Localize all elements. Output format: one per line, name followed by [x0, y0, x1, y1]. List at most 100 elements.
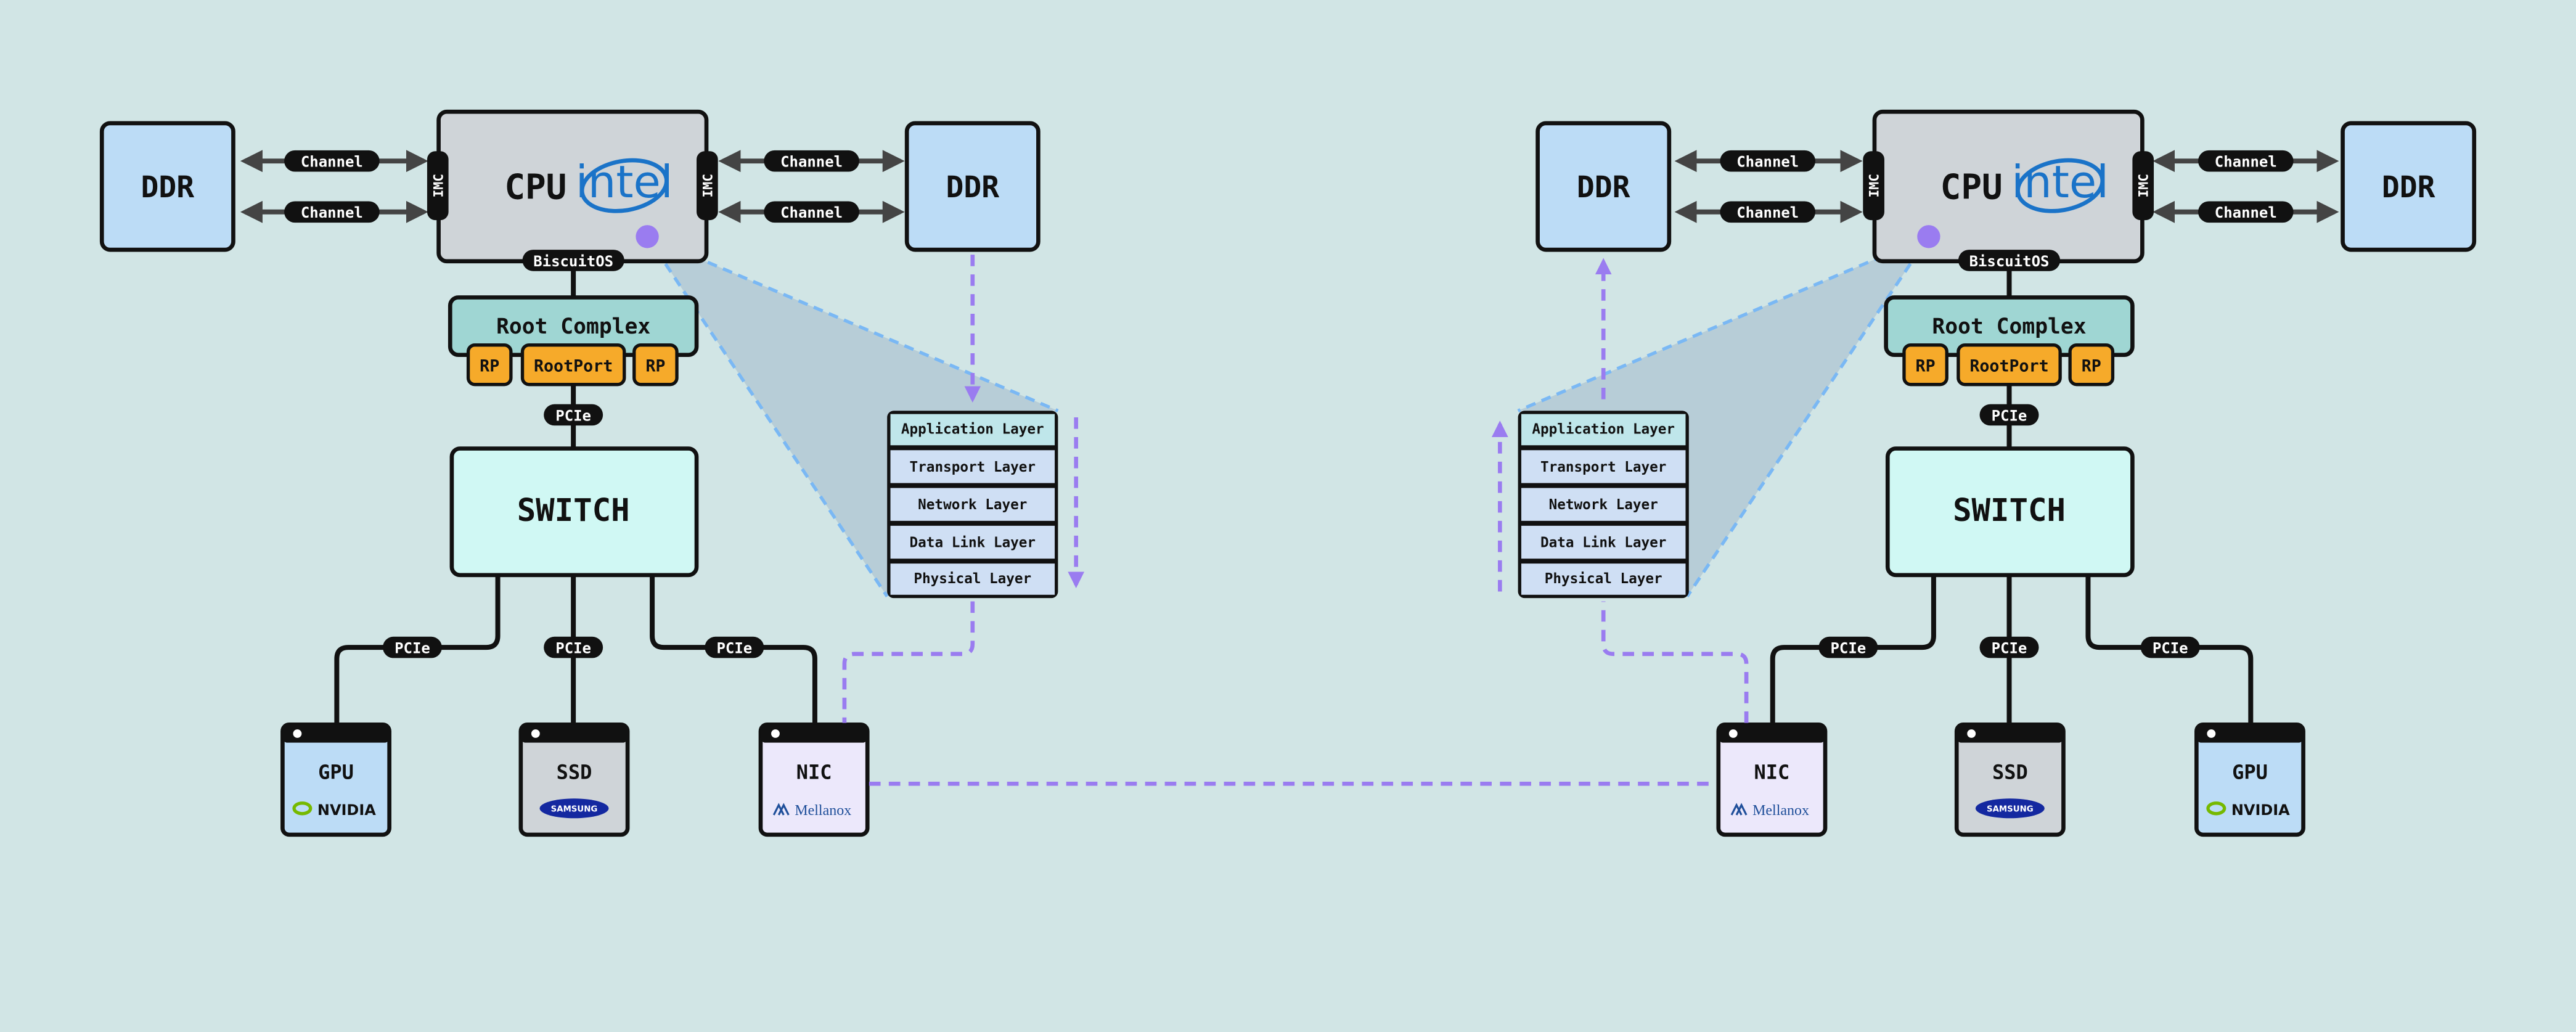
- svg-text:Channel: Channel: [2215, 154, 2277, 171]
- ssd-device: SSD SAMSUNG: [518, 723, 630, 837]
- stack-layer: [1521, 563, 1686, 595]
- pcie-label: PCIe: [1979, 404, 2039, 426]
- stack-layer: [1521, 525, 1686, 559]
- pcie-label: PCIe: [1818, 636, 1878, 658]
- svg-text:PCIe: PCIe: [2153, 639, 2188, 657]
- mellanox-logo: Mellanox: [1730, 803, 1809, 819]
- root-complex: Root Complex: [448, 295, 699, 358]
- channel-label: Channel: [764, 150, 859, 172]
- pcie-label: PCIe: [705, 636, 764, 658]
- right-host: Channel Channel Channel Channel DDR DDR …: [1535, 109, 2477, 837]
- ddr-module: DDR: [99, 121, 235, 252]
- svg-text:Mellanox: Mellanox: [1752, 803, 1809, 819]
- layer-label: Network Layer: [918, 497, 1027, 513]
- pcie-label: PCIe: [2140, 636, 2200, 658]
- svg-text:SWITCH: SWITCH: [517, 492, 630, 528]
- projection-shading: [645, 235, 1931, 597]
- root-port: RootPort: [520, 343, 626, 387]
- imc-left: IMC: [427, 151, 449, 221]
- layer-label: Network Layer: [1549, 497, 1658, 513]
- stack-layer: [1521, 414, 1686, 446]
- svg-text:GPU: GPU: [318, 760, 354, 784]
- right-protocol-stack: Application Layer Transport Layer Networ…: [1518, 411, 1689, 599]
- svg-text:NIC: NIC: [796, 760, 832, 784]
- layer-label: Physical Layer: [914, 571, 1031, 587]
- layer-label: Transport Layer: [1540, 459, 1666, 475]
- svg-text:RootPort: RootPort: [1969, 356, 2048, 375]
- imc-left: IMC: [1863, 151, 1884, 221]
- svg-text:Channel: Channel: [1736, 204, 1799, 221]
- os-label: BiscuitOS: [522, 250, 624, 271]
- svg-text:DDR: DDR: [141, 170, 195, 205]
- cpu: CPU intel IMC IMC: [427, 109, 718, 264]
- intel-logo: intel: [2011, 156, 2109, 213]
- channel-label: Channel: [1720, 150, 1816, 172]
- root-port: RP: [632, 343, 679, 387]
- svg-text:RP: RP: [645, 356, 665, 375]
- cpu-label: CPU: [504, 167, 566, 207]
- samsung-logo: SAMSUNG: [1975, 798, 2045, 819]
- nic-device: NIC Mellanox: [758, 723, 870, 837]
- stack-layer: [890, 450, 1055, 483]
- pcie-label: PCIe: [1979, 636, 2039, 658]
- layer-label: Transport Layer: [910, 459, 1036, 475]
- left-host: Channel Channel Channel Channel DDR DDR …: [99, 109, 1041, 837]
- svg-text:NVIDIA: NVIDIA: [317, 801, 376, 819]
- nic-device: NIC Mellanox: [1716, 723, 1828, 837]
- svg-text:Root Complex: Root Complex: [1932, 314, 2086, 339]
- root-port: RP: [2068, 343, 2115, 387]
- svg-text:SWITCH: SWITCH: [1953, 492, 2066, 528]
- channel-label: Channel: [2198, 150, 2294, 172]
- stack-layer: [890, 525, 1055, 559]
- channel-label: Channel: [284, 201, 380, 223]
- ddr-module: DDR: [1535, 121, 1672, 252]
- gpu-device: GPU NVIDIA: [280, 723, 391, 837]
- pcie-switch: SWITCH: [449, 446, 699, 578]
- samsung-logo: SAMSUNG: [539, 798, 609, 819]
- svg-text:intel: intel: [2011, 156, 2109, 208]
- svg-text:Root Complex: Root Complex: [496, 314, 650, 339]
- svg-text:Channel: Channel: [1736, 154, 1799, 171]
- svg-text:BiscuitOS: BiscuitOS: [533, 253, 613, 270]
- svg-text:BiscuitOS: BiscuitOS: [1969, 253, 2050, 270]
- svg-text:PCIe: PCIe: [716, 639, 752, 657]
- svg-text:PCIe: PCIe: [1992, 407, 2027, 424]
- imc-right: IMC: [2132, 151, 2154, 221]
- svg-text:IMC: IMC: [1867, 174, 1883, 198]
- svg-text:NIC: NIC: [1754, 760, 1790, 784]
- svg-text:RP: RP: [1916, 356, 1936, 375]
- svg-text:intel: intel: [576, 156, 673, 208]
- pcie-switch: SWITCH: [1885, 446, 2135, 578]
- channel-label: Channel: [284, 150, 380, 172]
- svg-text:IMC: IMC: [700, 174, 716, 198]
- flow-stack-to-nic: [842, 601, 975, 723]
- svg-text:PCIe: PCIe: [395, 639, 430, 657]
- svg-text:DDR: DDR: [2382, 170, 2435, 205]
- svg-text:Channel: Channel: [301, 154, 363, 171]
- left-protocol-stack: Application Layer Transport Layer Networ…: [887, 411, 1058, 599]
- root-complex: Root Complex: [1884, 295, 2135, 358]
- imc-right: IMC: [697, 151, 718, 221]
- root-port: RP: [466, 343, 513, 387]
- mellanox-logo: Mellanox: [772, 803, 851, 819]
- cpu-socket-dot: [636, 225, 659, 248]
- channel-label: Channel: [764, 201, 859, 223]
- svg-text:NVIDIA: NVIDIA: [2231, 801, 2290, 819]
- intel-logo: intel: [576, 156, 673, 213]
- channel-label: Channel: [1720, 201, 1816, 223]
- svg-text:PCIe: PCIe: [1830, 639, 1866, 657]
- cpu-label: CPU: [1940, 167, 2003, 207]
- svg-text:SSD: SSD: [1992, 760, 2028, 784]
- layer-label: Physical Layer: [1545, 571, 1662, 587]
- stack-layer: [1521, 488, 1686, 521]
- stack-layer: [890, 563, 1055, 595]
- nvidia-logo: NVIDIA: [292, 801, 376, 819]
- cpu-socket-dot: [1917, 225, 1940, 248]
- ddr-module: DDR: [904, 121, 1041, 252]
- svg-text:SAMSUNG: SAMSUNG: [1987, 805, 2034, 814]
- svg-text:Channel: Channel: [301, 204, 363, 221]
- pcie-label: PCIe: [544, 404, 603, 426]
- layer-label: Data Link Layer: [1540, 535, 1666, 551]
- svg-text:DDR: DDR: [1577, 170, 1630, 205]
- svg-text:SAMSUNG: SAMSUNG: [551, 805, 598, 814]
